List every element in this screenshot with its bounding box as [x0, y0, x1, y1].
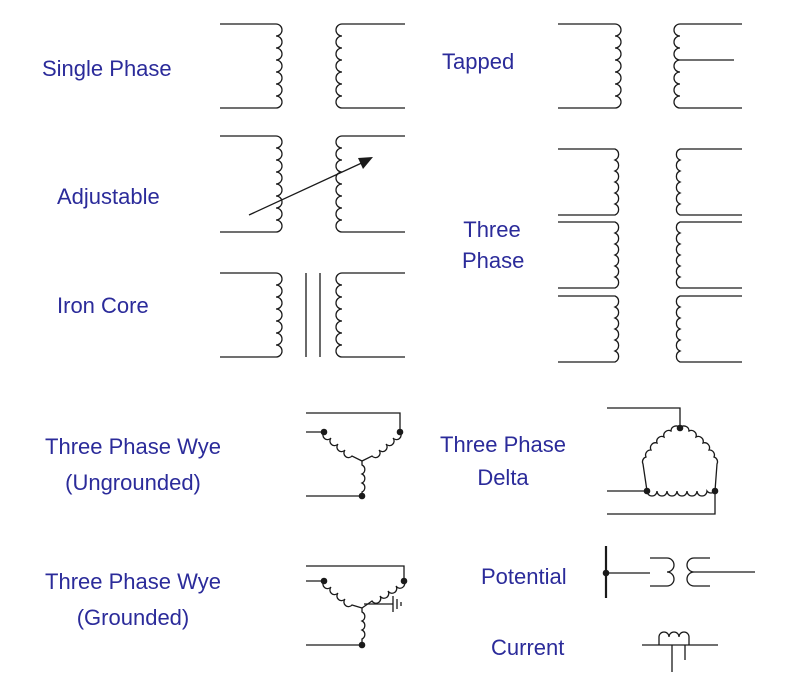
- terminal-dot: [320, 577, 328, 585]
- label-wye-grounded-line1: Three Phase Wye: [45, 569, 221, 594]
- iron-core-symbol: [220, 272, 405, 358]
- wye-right-winding: [361, 431, 402, 462]
- label-wye-ungrounded-line2: (Ungrounded): [65, 470, 201, 495]
- wye-top-line: [306, 565, 405, 581]
- secondary-winding: [673, 23, 742, 109]
- terminal-dot: [400, 577, 408, 585]
- label-wye-ungrounded: Three Phase Wye (Ungrounded): [40, 434, 226, 496]
- terminal-dot: [711, 487, 719, 495]
- label-adjustable: Adjustable: [57, 184, 160, 209]
- terminal-dot: [676, 424, 684, 432]
- primary-winding: [220, 272, 283, 358]
- primary-winding-2: [558, 221, 620, 289]
- wye-bottom-winding: [360, 608, 366, 645]
- tapped-symbol: [558, 23, 742, 109]
- label-current: Current: [491, 635, 565, 660]
- adjust-arrow-shaft: [248, 160, 367, 216]
- secondary-winding-2: [675, 221, 742, 289]
- label-delta-line1: Three Phase: [440, 432, 566, 457]
- current-symbol: [642, 631, 718, 672]
- terminal-dot: [602, 569, 610, 577]
- primary-winding: [220, 23, 283, 109]
- label-tapped: Tapped: [442, 49, 515, 74]
- label-delta: Three Phase Delta: [437, 432, 569, 491]
- terminal-dot: [320, 428, 328, 436]
- wye-left-winding: [322, 431, 363, 462]
- delta-top-lead: [607, 407, 681, 428]
- label-delta-line2: Delta: [477, 465, 529, 490]
- primary-winding-1: [558, 148, 620, 216]
- label-potential: Potential: [481, 564, 567, 589]
- current-winding: [658, 631, 690, 645]
- delta-bottom-winding: [646, 489, 716, 497]
- primary-winding-3: [558, 295, 620, 363]
- label-three-phase: Three Phase: [462, 217, 525, 274]
- adjustable-symbol: [220, 135, 405, 233]
- terminal-dot: [643, 487, 651, 495]
- wye-top-line: [306, 412, 401, 432]
- delta-right-winding: [679, 425, 719, 492]
- wye-right-winding: [361, 580, 406, 609]
- wye-bottom-winding: [360, 461, 366, 496]
- secondary-winding: [335, 23, 405, 109]
- label-single-phase: Single Phase: [42, 56, 172, 81]
- label-wye-grounded-line2: (Grounded): [76, 605, 190, 630]
- label-wye-ungrounded-line1: Three Phase Wye: [45, 434, 221, 459]
- potential-symbol: [602, 546, 755, 598]
- label-three-phase-line2: Phase: [462, 248, 525, 273]
- wye-left-winding: [322, 580, 363, 609]
- label-three-phase-line1: Three: [463, 217, 521, 242]
- delta-left-winding: [641, 425, 681, 492]
- secondary-winding: [335, 272, 405, 358]
- label-wye-grounded: Three Phase Wye (Grounded): [40, 569, 226, 631]
- three-phase-symbol: [558, 148, 742, 363]
- secondary-winding-1: [675, 148, 742, 216]
- label-iron-core: Iron Core: [57, 293, 149, 318]
- single-phase-symbol: [220, 23, 405, 109]
- primary-winding: [558, 23, 622, 109]
- delta-symbol: [607, 407, 719, 515]
- wye-grounded-symbol: [306, 565, 408, 649]
- delta-bottom-lead: [607, 491, 716, 515]
- primary-winding: [220, 135, 283, 233]
- adjust-arrow-head: [358, 157, 373, 169]
- secondary-winding: [335, 135, 405, 233]
- secondary-winding-3: [675, 295, 742, 363]
- terminal-dot: [396, 428, 404, 436]
- wye-ungrounded-symbol: [306, 412, 404, 500]
- terminal-dot: [358, 641, 366, 649]
- terminal-dot: [358, 492, 366, 500]
- potential-primary-winding: [650, 557, 675, 587]
